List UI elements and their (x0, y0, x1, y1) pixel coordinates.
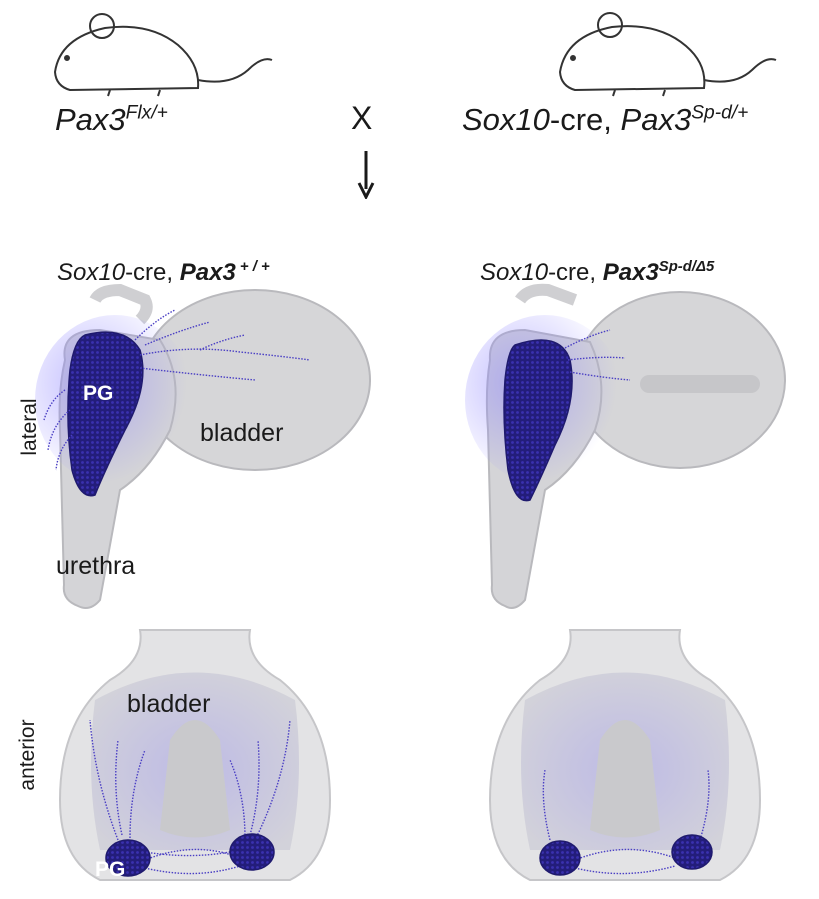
lateral-organ-right (465, 290, 785, 608)
down-arrow-icon (356, 149, 376, 199)
parent-right-genotype: Sox10-cre, Pax3Sp-d/+ (462, 102, 748, 138)
view-label-lateral: lateral (18, 387, 42, 467)
offspring-right-genotype: Sox10-cre, Pax3Sp-d/Δ5 (480, 259, 714, 287)
bladder-label-lateral: bladder (200, 419, 283, 448)
parent-left-genotype: Pax3Flx/+ (55, 102, 168, 138)
view-label-anterior: anterior (16, 710, 40, 800)
pg-label-lateral: PG (83, 382, 113, 406)
anterior-organ-right (490, 630, 760, 880)
mouse-icon-right (560, 13, 776, 96)
offspring-left-genotype: Sox10-cre, Pax3 + / + (57, 259, 270, 287)
cross-symbol: X (351, 100, 372, 137)
urethra-label: urethra (56, 552, 135, 581)
pg-label-anterior: PG (95, 858, 125, 882)
anterior-organ-left (60, 630, 330, 880)
bladder-label-anterior: bladder (127, 690, 210, 719)
mouse-icon-left (55, 14, 272, 96)
